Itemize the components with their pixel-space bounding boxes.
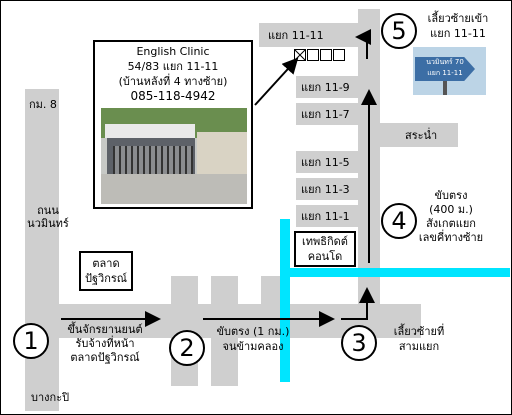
soi-11-3-road (296, 178, 358, 200)
houses-row (294, 49, 354, 63)
clinic-house-icon (294, 49, 306, 61)
step-2-text: ขับตรง (1 กม.) จนข้ามคลอง (216, 325, 290, 353)
step-1-text: ขึ้นจักรยานยนต์ รับจ้างที่หน้า ตลาดปัฐวิ… (67, 323, 143, 364)
km8-label: กม. 8 (29, 98, 57, 111)
step-4-circle: 4 (381, 203, 417, 239)
step-2-circle: 2 (169, 330, 205, 366)
gate (113, 146, 193, 174)
canal-vertical (280, 219, 290, 382)
arrow-clinic-pointer (254, 57, 299, 106)
clinic-photo (101, 108, 247, 204)
bang-kapi-label: บางกะปิ (31, 391, 70, 404)
house-roof (105, 124, 195, 138)
condo-box: เทพธิกิดต์ คอนโด (294, 231, 356, 267)
soi-11-11-label: แยก 11-11 (268, 29, 324, 42)
clinic-note: (บ้านหลังที่ 4 ทางซ้าย) (118, 75, 228, 88)
clinic-address: 54/83 แยก 11-11 (127, 60, 219, 73)
house-icon (333, 49, 345, 61)
street-sign-board: นวมินทร์ 70 แยก 11-11 (415, 57, 475, 81)
soi-11-9-label: แยก 11-9 (301, 81, 350, 94)
clinic-name: English Clinic (136, 45, 210, 58)
soi-11-1-label: แยก 11-1 (301, 210, 350, 223)
step-5-circle: 5 (381, 13, 417, 49)
market-box: ตลาด ปัฐวิกรณ์ (79, 251, 133, 291)
street-sign-photo: นวมินทร์ 70 แยก 11-11 (413, 47, 486, 95)
step-3-text: เลี้ยวซ้ายที่ สามแยก (393, 325, 445, 353)
house-icon (320, 49, 332, 61)
house-icon (307, 49, 319, 61)
navamin-road-label: ถนน นวมินทร์ (27, 204, 69, 230)
soi-11-3-label: แยก 11-3 (301, 183, 350, 196)
soi-11-7-label: แยก 11-7 (301, 108, 350, 121)
sano-road (380, 123, 458, 147)
driveway (101, 174, 247, 204)
soi-11-9-road (296, 76, 358, 98)
clinic-info-box: English Clinic 54/83 แยก 11-11 (บ้านหลัง… (93, 40, 253, 209)
step-5-text: เลี้ยวซ้ายเข้า แยก 11-11 (427, 12, 489, 40)
step-3-circle: 3 (341, 325, 377, 361)
step-4-text: ขับตรง (400 ม.) สังเกตแยก เลขคี่ทางซ้าย (418, 189, 484, 244)
canal-horizontal (280, 268, 510, 277)
soi-main-vertical (358, 9, 380, 309)
side-street-b (211, 276, 238, 386)
soi-11-1-road (296, 205, 358, 227)
sign-pole (443, 81, 447, 95)
soi-11-5-label: แยก 11-5 (301, 156, 350, 169)
soi-11-5-road (296, 151, 358, 173)
step-1-circle: 1 (13, 323, 49, 359)
soi-11-7-road (296, 103, 358, 125)
sano-label: สระน่ำ (405, 129, 438, 142)
clinic-phone: 085-118-4942 (130, 89, 216, 103)
neighbor-house (197, 132, 247, 174)
